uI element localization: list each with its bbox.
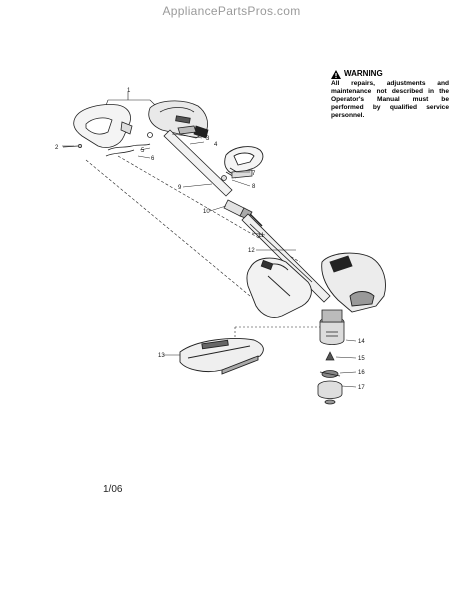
- spool-line: [319, 370, 341, 378]
- callout-9: 9: [178, 185, 182, 191]
- screw-part-2: [62, 144, 82, 148]
- callout-7: 7: [252, 171, 256, 177]
- callout-14: 14: [358, 339, 365, 345]
- lower-handle-housing: [246, 257, 312, 318]
- motor: [319, 309, 345, 345]
- callout-labels: 1 2 3 4 5 6 7 8 9 10 11 12 13 14 15 16 1…: [55, 88, 365, 391]
- callout-4: 4: [214, 142, 218, 148]
- handle-knob-and-bolt: [221, 169, 253, 181]
- callout-8: 8: [252, 184, 256, 190]
- callout-15: 15: [358, 356, 365, 362]
- callout-5: 5: [141, 148, 145, 154]
- warning-box: WARNING All repairs, adjustments and mai…: [331, 70, 449, 120]
- grass-guard: [179, 338, 264, 375]
- auxiliary-handle: [224, 146, 264, 179]
- nut-part-15: [325, 351, 335, 361]
- upper-housing-right-half: [148, 100, 209, 139]
- callout-11: 11: [258, 233, 265, 239]
- callout-10: 10: [203, 209, 210, 215]
- callout-13: 13: [158, 353, 165, 359]
- callout-17: 17: [358, 385, 365, 391]
- callout-6: 6: [151, 156, 155, 162]
- spool-housing: [317, 380, 343, 405]
- warning-title: WARNING: [344, 69, 383, 79]
- warning-heading: WARNING: [331, 70, 449, 79]
- callout-1: 1: [127, 88, 131, 94]
- upper-housing-left-half: [73, 104, 133, 148]
- drive-shaft: [249, 223, 313, 283]
- watermark: AppliancePartsPros.com: [162, 4, 301, 18]
- wire-harness: [105, 132, 153, 157]
- warning-triangle-icon: [331, 70, 341, 79]
- callout-3: 3: [206, 136, 210, 142]
- motor-head-housing: [321, 252, 386, 313]
- date-code: 1/06: [103, 484, 123, 495]
- callout-16: 16: [358, 370, 365, 376]
- callout-12: 12: [248, 248, 255, 254]
- upper-tube: [163, 125, 233, 197]
- callout-2: 2: [55, 145, 59, 151]
- warning-text: All repairs, adjustments and maintenance…: [331, 80, 449, 120]
